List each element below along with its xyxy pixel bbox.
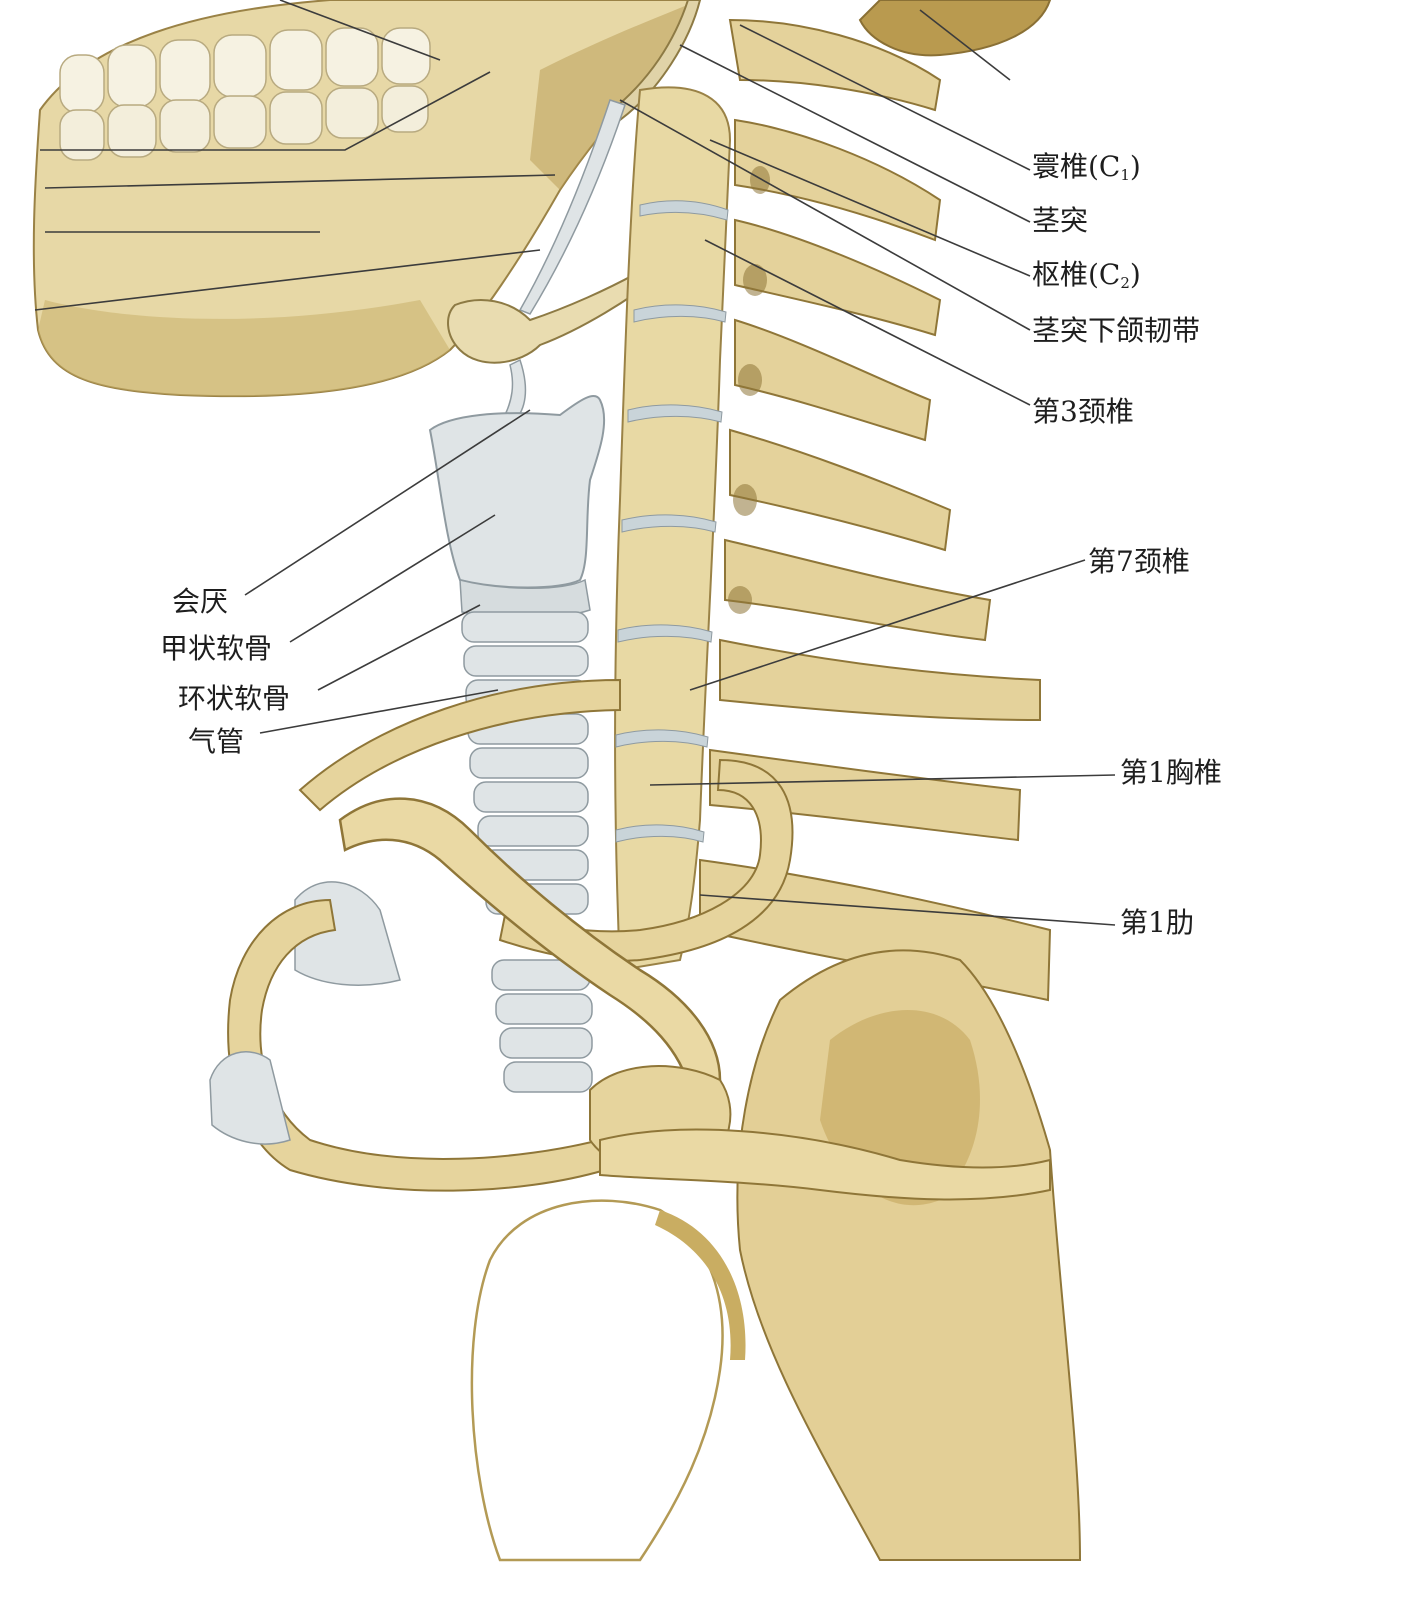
label-styloid-text: 茎突: [1032, 204, 1089, 237]
hyoid-styloid: [447, 0, 702, 364]
lower-rib-arc: [227, 898, 607, 1192]
label-styloid: 茎突: [1032, 204, 1088, 238]
mandible-shadow: [38, 300, 450, 397]
skull-mandible: [32, 0, 1052, 398]
leader-epiglottis: [244, 409, 531, 596]
leader-cricoid: [317, 604, 481, 691]
thyroid-cartilage-shape: [428, 395, 606, 589]
upper-teeth: [59, 27, 431, 114]
stylohyoid-ligament: [518, 99, 626, 315]
label-atlas-text: 寰椎(C: [1032, 150, 1121, 183]
vertebral-shadows: [728, 166, 770, 614]
ribs: [209, 678, 794, 1192]
lower-teeth: [59, 85, 429, 161]
label-axis-close: ): [1129, 258, 1141, 291]
leader-left-2: [44, 174, 556, 189]
label-trachea-text: 气管: [188, 725, 245, 758]
leader-skull-2: [919, 9, 1011, 81]
label-axis-text: 枢椎(C: [1032, 258, 1121, 291]
ramus-shadow: [530, 0, 700, 190]
first-rib: [498, 758, 794, 962]
leader-axis: [709, 139, 1031, 277]
label-c3-text: 第3颈椎: [1032, 395, 1134, 428]
label-rib1-text: 第1肋: [1120, 906, 1194, 939]
label-rib1: 第1肋: [1120, 906, 1194, 940]
skull-base: [858, 0, 1052, 57]
label-axis: 枢椎(C2): [1032, 258, 1141, 300]
label-thyroid: 甲状软骨: [160, 632, 272, 666]
leader-styloid: [679, 44, 1031, 223]
shoulder: [470, 949, 1082, 1562]
second-rib: [298, 678, 621, 812]
leader-atlas: [739, 24, 1031, 171]
label-stylomandibular: 茎突下颌韧带: [1032, 314, 1200, 348]
glenoid-rim: [655, 1210, 746, 1360]
epiglottis-shape: [504, 358, 527, 421]
leader-left-1: [40, 71, 491, 151]
leader-t1: [649, 774, 1116, 786]
label-t1-text: 第1胸椎: [1120, 756, 1222, 789]
label-c7-text: 第7颈椎: [1088, 545, 1190, 578]
leader-c7: [689, 559, 1086, 691]
label-cricoid-text: 环状软骨: [178, 682, 291, 715]
label-epiglottis: 会厌: [172, 585, 228, 619]
leader-c3: [704, 239, 1031, 406]
label-t1: 第1胸椎: [1120, 756, 1222, 790]
label-trachea: 气管: [188, 725, 244, 759]
humeral-head: [470, 1199, 724, 1562]
label-stylomandibular-text: 茎突下颌韧带: [1032, 314, 1201, 347]
leader-left-4: [34, 249, 541, 311]
label-axis-sub: 2: [1120, 274, 1130, 292]
rib-cartilage-lower: [209, 1051, 291, 1145]
label-thyroid-text: 甲状软骨: [160, 632, 273, 665]
vertebral-column: [614, 18, 1052, 1002]
label-cricoid: 环状软骨: [178, 682, 290, 716]
leader-skull-1: [279, 0, 441, 61]
intervertebral-discs: [615, 200, 729, 843]
label-atlas: 寰椎(C1): [1032, 150, 1141, 192]
leader-trachea: [259, 689, 499, 734]
acromion: [599, 1128, 1051, 1201]
leader-stylomandibular: [619, 99, 1031, 331]
leader-thyroid: [289, 514, 496, 643]
label-atlas-close: ): [1129, 150, 1141, 183]
label-epiglottis-text: 会厌: [172, 585, 229, 618]
label-atlas-sub: 1: [1120, 166, 1130, 184]
label-c3: 第3颈椎: [1032, 395, 1134, 429]
label-c7: 第7颈椎: [1088, 545, 1190, 579]
leader-lines: [34, 0, 1116, 926]
leader-rib1: [699, 894, 1116, 926]
